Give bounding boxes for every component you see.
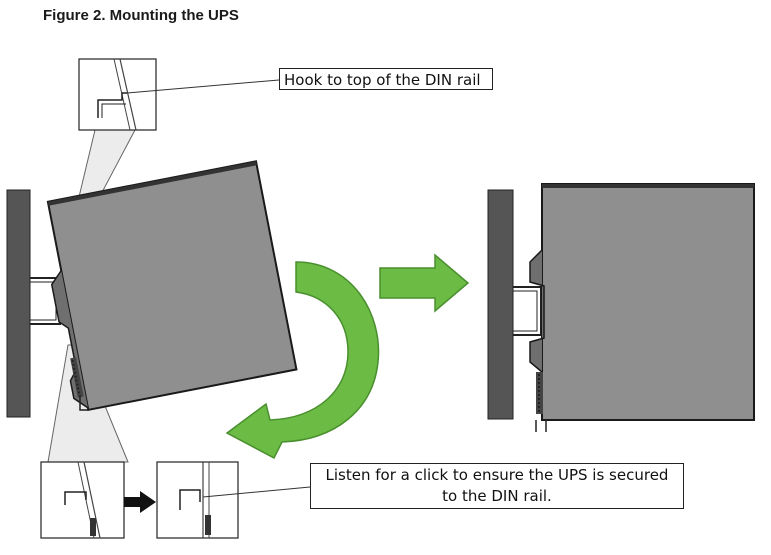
rotation-arrow-green [225, 261, 380, 460]
callout-click-line1: Listen for a click to ensure the UPS is … [325, 466, 669, 484]
detail-inset-bottom-right [156, 461, 239, 539]
leader-line-bottom [202, 486, 311, 498]
detail-inset-top [78, 58, 157, 131]
ups-mounted [529, 183, 755, 432]
callout-click-line2: to the DIN rail. [442, 487, 552, 505]
mounting-wall-left [6, 189, 31, 418]
callout-click-secured: Listen for a click to ensure the UPS is … [310, 463, 684, 509]
mounting-wall-right [487, 189, 514, 420]
callout-hook-top: Hook to top of the DIN rail [279, 68, 493, 90]
transition-arrow-green [379, 253, 470, 313]
step-arrow-black [124, 491, 156, 513]
leader-line-top [126, 79, 280, 94]
figure-title: Figure 2. Mounting the UPS [43, 7, 239, 24]
detail-inset-bottom-left [40, 461, 125, 539]
ups-tilted [46, 160, 298, 412]
